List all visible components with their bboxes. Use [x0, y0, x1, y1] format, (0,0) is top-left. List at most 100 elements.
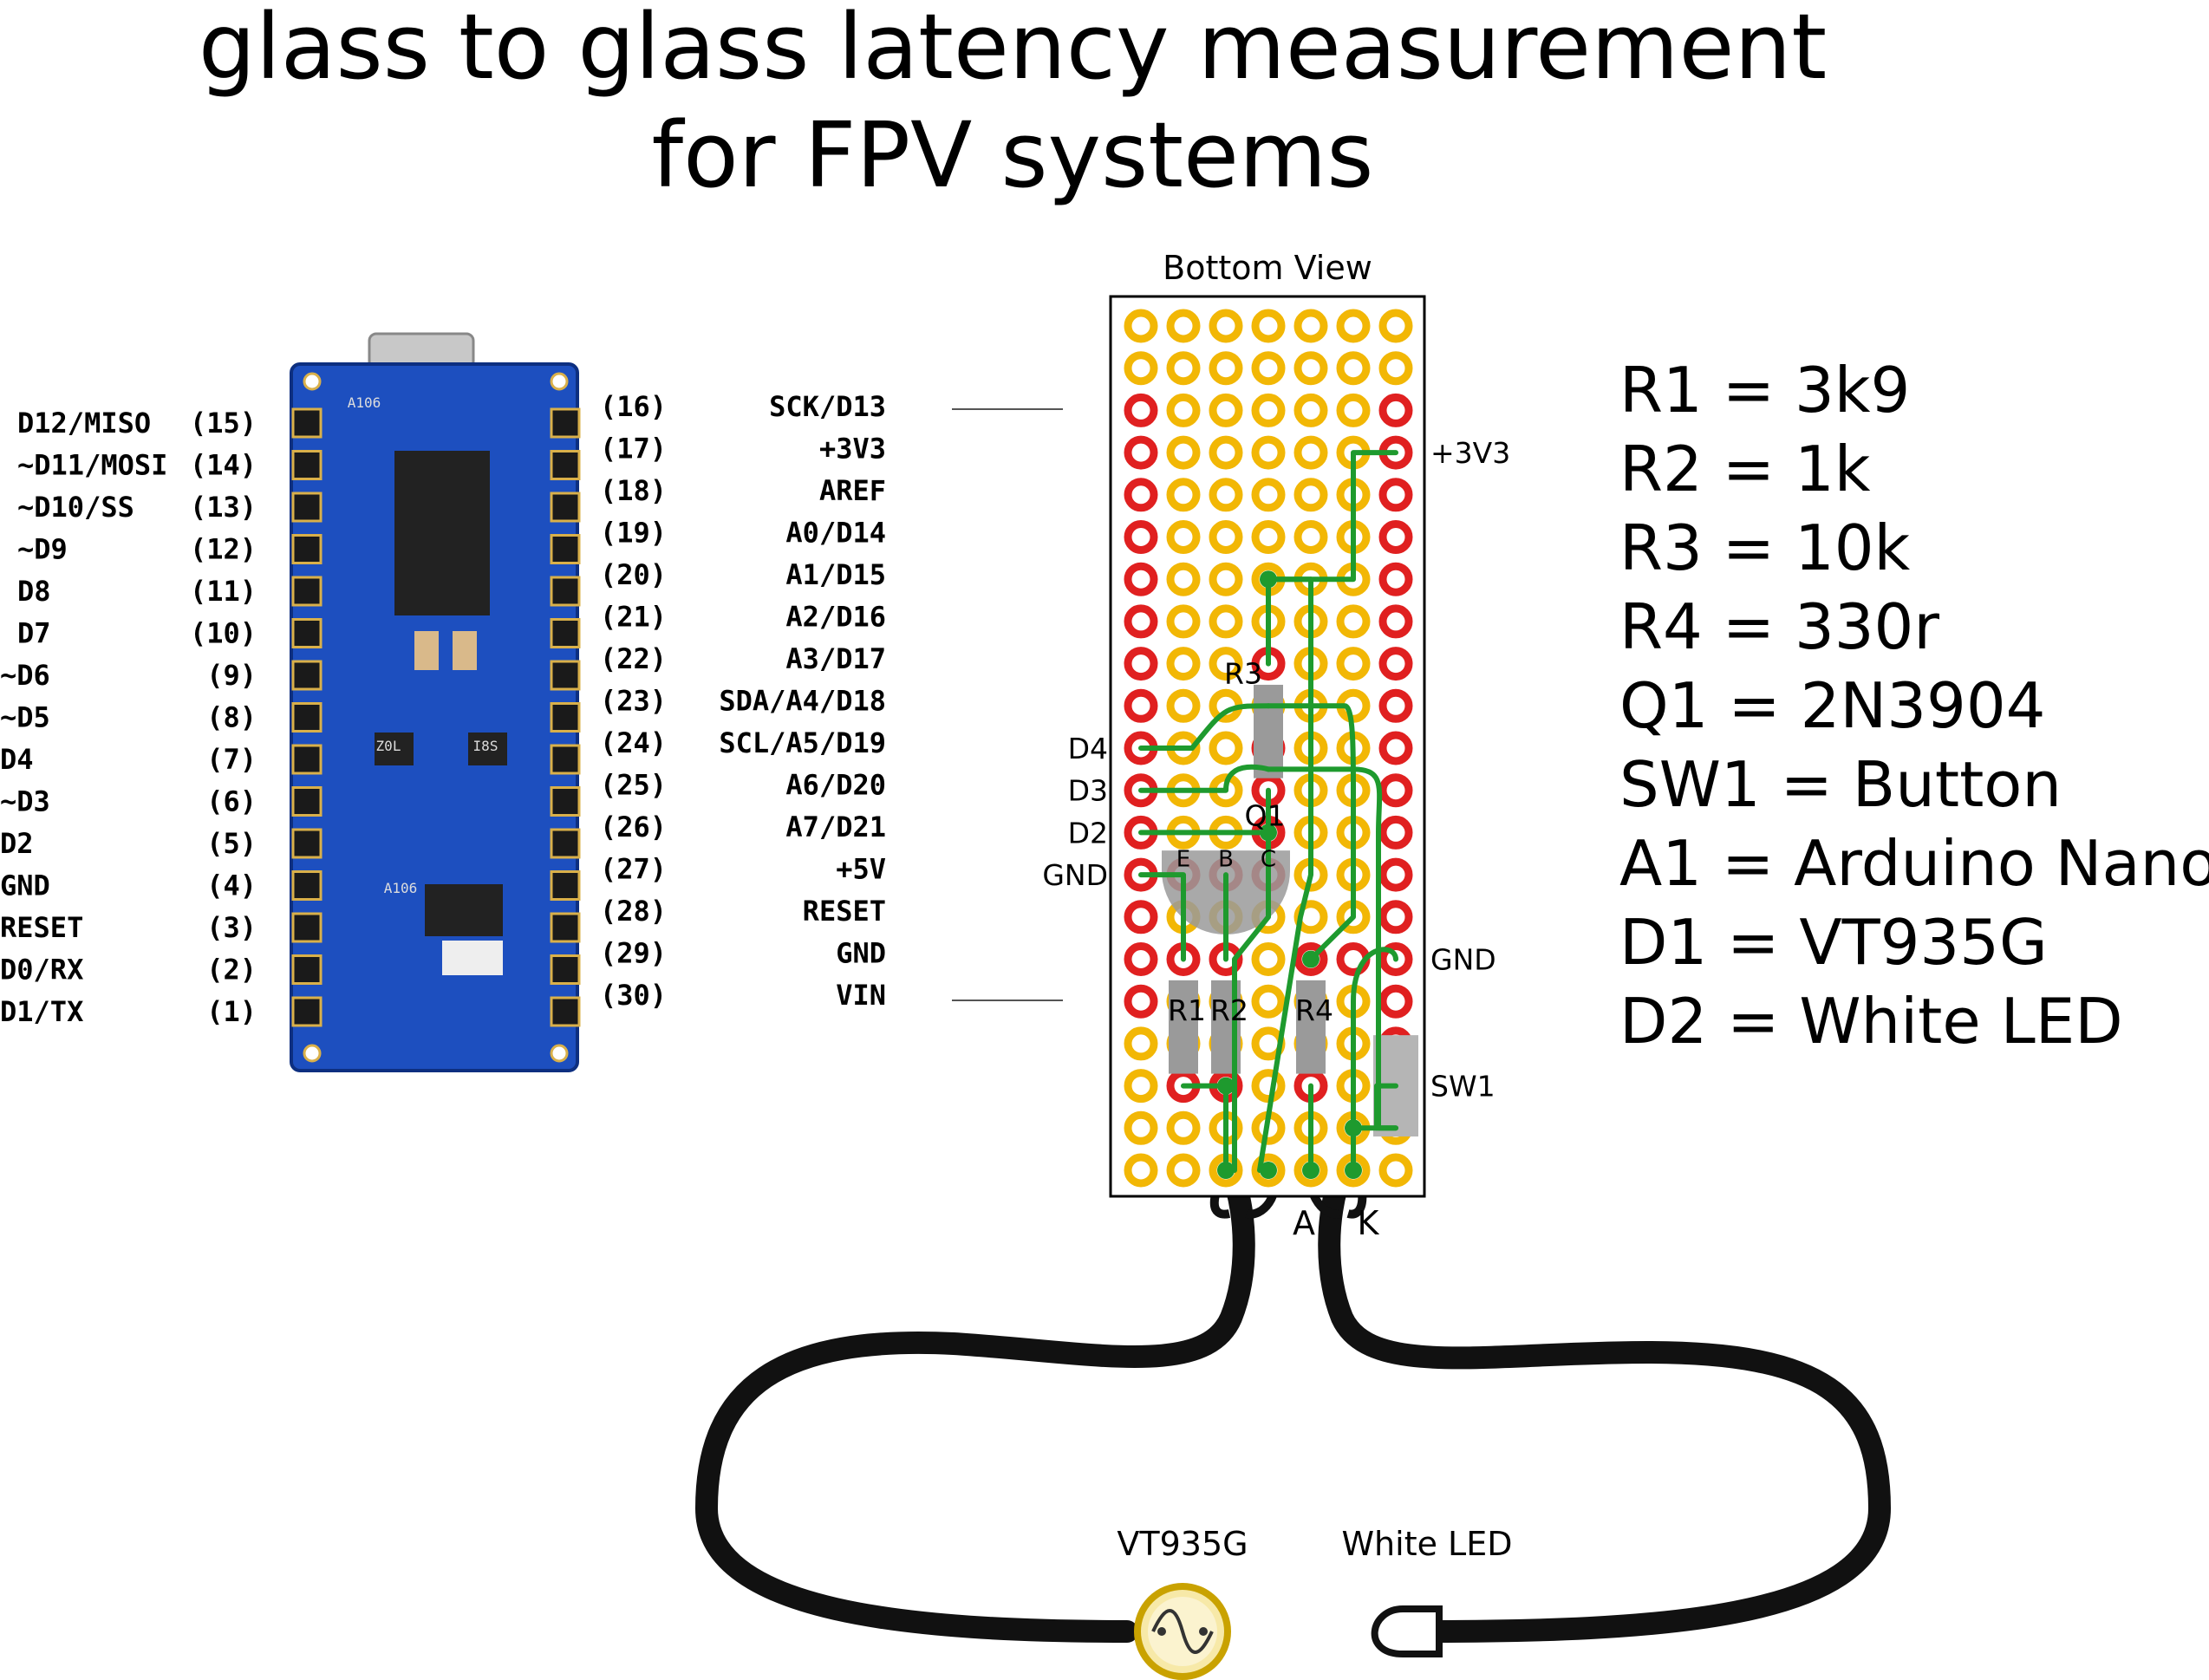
pad: [1251, 1069, 1286, 1104]
pad-cut: [1124, 604, 1158, 639]
nano-left-pin-number: (12): [190, 533, 257, 566]
nano-right-pin-name: A1/D15: [785, 558, 886, 591]
solder-joint: [1302, 1162, 1320, 1179]
pad: [1209, 604, 1243, 639]
pad: [1336, 351, 1371, 386]
transistor-pin-label: E: [1176, 847, 1190, 873]
trace: [1232, 872, 1271, 1173]
header-pin-right: [550, 660, 581, 691]
pad-cut: [1378, 773, 1413, 808]
header-pin-right: [550, 407, 581, 439]
chip-marking: A106: [348, 394, 381, 411]
pad-cut: [1378, 520, 1413, 554]
pad-cut: [1378, 815, 1413, 850]
nano-left-pin-name: D0/RX: [0, 954, 83, 987]
transistor-pin-label: C: [1261, 847, 1276, 873]
header-pin-left: [291, 828, 323, 859]
header-pin-right: [550, 702, 581, 733]
header-pin-right: [550, 534, 581, 564]
board-heading: Bottom View: [1163, 249, 1372, 287]
header-pin-left: [291, 576, 323, 607]
pad: [1166, 688, 1201, 723]
nano-left-pin-name: RESET: [0, 911, 83, 944]
pad: [1209, 435, 1243, 470]
nano-left-pin-name: D7: [17, 617, 51, 650]
pad: [1166, 309, 1201, 343]
pad: [1293, 435, 1328, 470]
nano-right-pin-number: (29): [600, 937, 667, 970]
pad-cut: [1378, 984, 1413, 1019]
nano-left-pin-number: (15): [190, 407, 257, 440]
nano-right-pin-number: (19): [600, 517, 667, 550]
transistor-pin-label: B: [1218, 847, 1234, 873]
header-pin-right: [550, 744, 581, 775]
pad: [1378, 1153, 1413, 1188]
small-chip-2: [468, 733, 507, 765]
crystal: [442, 941, 503, 975]
pad-cut: [1378, 478, 1413, 512]
mount-hole: [550, 372, 569, 391]
header-pin-right: [550, 450, 581, 480]
pad: [1124, 1026, 1158, 1061]
nano-left-pin-name: ~D10/SS: [17, 491, 134, 524]
led-cathode-label: K: [1358, 1204, 1380, 1242]
nano-right-pin-number: (17): [600, 433, 667, 466]
board-left-label: GND: [1042, 858, 1108, 892]
header-pin-right: [550, 912, 581, 943]
nano-right-pin-name: GND: [836, 937, 886, 970]
nano-left-pin-name: ~D6: [0, 659, 50, 692]
nano-right-pin-number: (23): [600, 685, 667, 718]
trace: [1266, 766, 1398, 1131]
photo-sensor-label: VT935G: [1117, 1525, 1248, 1563]
board-left-label: D4: [1068, 732, 1108, 765]
pad: [1166, 393, 1201, 427]
header-pin-left: [291, 407, 323, 439]
pad-cut: [1124, 478, 1158, 512]
pad: [1293, 520, 1328, 554]
component-label: R1: [1168, 993, 1206, 1027]
solder-joint: [1260, 1162, 1277, 1179]
nano-left-pin-number: (13): [190, 491, 257, 524]
nano-right-pin-name: AREF: [819, 474, 886, 507]
nano-right-pin-number: (18): [600, 474, 667, 507]
solder-joint: [1217, 1162, 1235, 1179]
pad: [1166, 1110, 1201, 1145]
nano-left-pin-name: ~D5: [0, 701, 50, 734]
pad-cut: [1378, 562, 1413, 596]
nano-left-pin-name: GND: [0, 869, 50, 902]
led-label: White LED: [1341, 1525, 1512, 1563]
nano-right-pin-name: A2/D16: [785, 601, 886, 634]
trace: [1374, 1083, 1398, 1131]
pad-cut: [1124, 984, 1158, 1019]
pad-cut: [1124, 688, 1158, 723]
nano-right-pin-name: SDA/A4/D18: [719, 685, 886, 718]
small-chip-1: [375, 733, 414, 765]
title-line-2: for FPV systems: [652, 102, 1374, 208]
header-pin-right: [550, 870, 581, 901]
pad: [1166, 562, 1201, 596]
solder-joint: [1260, 570, 1277, 589]
component-label: R2: [1210, 993, 1248, 1027]
pad: [1336, 309, 1371, 343]
pad: [1209, 562, 1243, 596]
nano-right-pin-number: (26): [600, 811, 667, 843]
header-pin-left: [291, 870, 323, 901]
pad: [1124, 1069, 1158, 1104]
nano-right-pin-name: SCL/A5/D19: [719, 726, 886, 759]
nano-left-pin-number: (3): [206, 911, 257, 944]
photo-sensor-lead-2: [1199, 1627, 1208, 1636]
nano-mount-holes: [303, 372, 569, 1063]
header-pin-right: [550, 786, 581, 817]
mount-hole: [303, 1044, 322, 1063]
trace: [1138, 703, 1271, 751]
pad: [1166, 435, 1201, 470]
header-pin-right: [550, 576, 581, 607]
pad: [1166, 604, 1201, 639]
pad-cut: [1124, 435, 1158, 470]
pad-cut: [1378, 393, 1413, 427]
chip-marking: I8S: [473, 738, 498, 754]
pad-cut: [1378, 604, 1413, 639]
